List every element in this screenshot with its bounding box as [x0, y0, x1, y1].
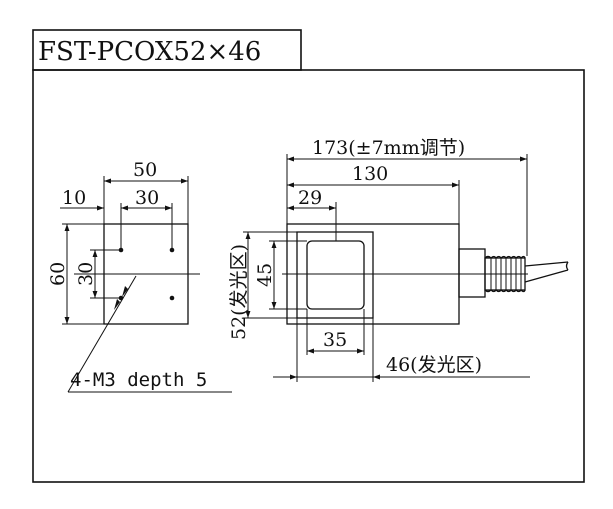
dim-hole-spacing-y-label: 30 [75, 262, 97, 286]
dim-window-width-label: 35 [323, 329, 347, 351]
dim-window-offset-label: 29 [298, 187, 322, 209]
cable-gland [484, 255, 526, 293]
hole-callout-leader [67, 275, 137, 393]
cable [524, 261, 569, 267]
title-block: FST-PCOX52×46 [32, 29, 302, 71]
dim-hole-offset-label: 10 [62, 187, 86, 209]
mounting-hole [169, 295, 175, 301]
dim-width-50-label: 50 [133, 159, 157, 181]
emitting-window-frame [296, 231, 374, 319]
drawing-frame [32, 69, 585, 483]
front-view: 50 30 10 60 30 4-M3 depth 5 [47, 159, 232, 393]
dim-height-60-label: 60 [47, 262, 69, 286]
dim-hole-spacing-x-label: 30 [135, 187, 159, 209]
dim-body-length-label: 130 [352, 163, 388, 185]
dim-overall-length-label: 173(±7mm调节) [312, 137, 465, 159]
hole-callout-text: 4-M3 depth 5 [70, 369, 207, 391]
side-view: 173(±7mm调节) 130 29 52(发光区) 45 35 46(发光区) [228, 137, 569, 382]
dim-emitting-width-label: 46(发光区) [386, 354, 482, 376]
emitting-window [306, 240, 365, 310]
connector-block [458, 248, 486, 298]
dim-window-height-label: 45 [254, 263, 276, 287]
dim-emitting-height-label: 52(发光区) [228, 244, 250, 340]
title-text: FST-PCOX52×46 [38, 37, 261, 67]
